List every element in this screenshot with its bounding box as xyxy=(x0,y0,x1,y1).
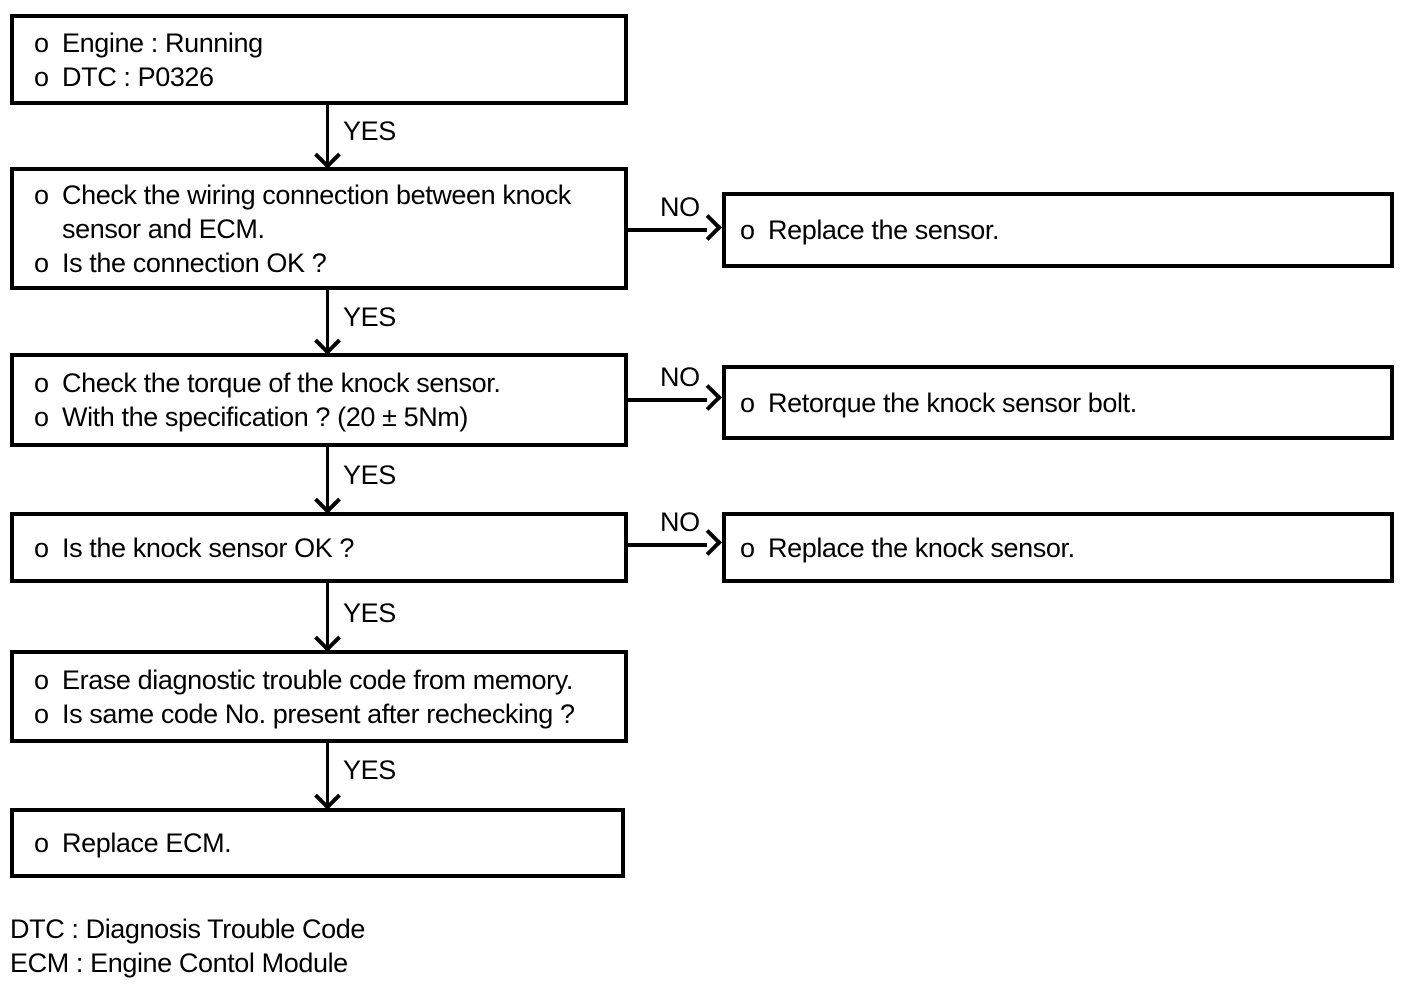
flow-box-text: Check the torque of the knock sensor. xyxy=(62,368,501,398)
bullet-marker: o xyxy=(34,179,49,210)
flow-box-text: With the specification ? (20 ± 5Nm) xyxy=(62,402,468,432)
flow-box-line: o Is the connection OK ? xyxy=(34,246,614,280)
flow-box-line: o Is same code No. present after recheck… xyxy=(34,697,614,731)
arrowhead-down-icon xyxy=(314,328,341,355)
bullet-marker: o xyxy=(34,828,49,858)
flow-box-line: o Replace the sensor. xyxy=(740,213,1380,247)
flow-box-line: o Check the torque of the knock sensor. xyxy=(34,366,614,400)
no-label-3: NO xyxy=(660,507,700,537)
flow-box-line: o Replace ECM. xyxy=(34,826,611,860)
no-label-1: NO xyxy=(660,192,700,222)
yes-connector-line-2 xyxy=(326,289,329,353)
flow-box-text: Retorque the knock sensor bolt. xyxy=(768,387,1137,418)
bullet-marker: o xyxy=(34,698,49,729)
yes-label-5: YES xyxy=(343,755,396,785)
flow-box-text: Erase diagnostic trouble code from memor… xyxy=(62,664,573,695)
legend-ecm: ECM : Engine Contol Module xyxy=(10,948,348,978)
arrowhead-down-icon xyxy=(314,487,341,514)
yes-label-4: YES xyxy=(343,598,396,628)
flow-box-check-wiring: o Check the wiring connection between kn… xyxy=(10,167,628,290)
arrowhead-down-icon xyxy=(314,625,341,652)
flow-box-text: DTC : P0326 xyxy=(62,61,214,92)
flow-box-erase-dtc: o Erase diagnostic trouble code from mem… xyxy=(10,650,628,743)
flow-box-replace-knock-sensor: o Replace the knock sensor. xyxy=(722,512,1394,583)
bullet-marker: o xyxy=(34,61,49,92)
flow-box-text: Is the connection OK ? xyxy=(62,247,327,278)
flow-box-text: Check the wiring connection between knoc… xyxy=(62,179,571,210)
flow-box-check-torque: o Check the torque of the knock sensor. … xyxy=(10,353,628,447)
flow-box-line: o Erase diagnostic trouble code from mem… xyxy=(34,663,614,697)
bullet-marker: o xyxy=(740,387,755,418)
flow-box-line: sensor and ECM. xyxy=(34,212,614,246)
flow-box-text: Replace the sensor. xyxy=(768,215,1000,245)
bullet-marker: o xyxy=(34,532,49,563)
flow-box-line: o With the specification ? (20 ± 5Nm) xyxy=(34,400,614,434)
flow-box-line: o Is the knock sensor OK ? xyxy=(34,531,614,565)
flow-box-text: Is the knock sensor OK ? xyxy=(62,532,355,563)
legend-dtc: DTC : Diagnosis Trouble Code xyxy=(10,914,365,944)
arrowhead-down-icon xyxy=(314,142,341,169)
flow-box-line: o DTC : P0326 xyxy=(34,60,614,94)
yes-connector-line-3 xyxy=(326,447,329,512)
no-connector-line-1 xyxy=(627,228,707,232)
flow-box-knock-sensor-ok: o Is the knock sensor OK ? xyxy=(10,512,628,583)
no-connector-line-3 xyxy=(627,543,707,547)
flow-box-retorque-bolt: o Retorque the knock sensor bolt. xyxy=(722,365,1394,440)
flow-box-line: o Engine : Running xyxy=(34,26,614,60)
flow-box-replace-sensor: o Replace the sensor. xyxy=(722,192,1394,268)
bullet-marker: o xyxy=(34,402,49,432)
yes-connector-line-5 xyxy=(326,743,329,808)
bullet-marker: o xyxy=(34,27,49,58)
flow-box-text: Replace the knock sensor. xyxy=(768,532,1075,563)
flow-box-line: o Replace the knock sensor. xyxy=(740,531,1380,565)
yes-label-2: YES xyxy=(343,302,396,332)
flow-box-line: o Check the wiring connection between kn… xyxy=(34,178,614,212)
yes-connector-line-4 xyxy=(326,583,329,650)
bullet-marker: o xyxy=(34,664,49,695)
flow-box-text: Replace ECM. xyxy=(62,828,232,858)
bullet-marker: o xyxy=(34,247,49,278)
no-connector-line-2 xyxy=(627,398,707,402)
flow-box-text: sensor and ECM. xyxy=(62,213,265,244)
flow-box-replace-ecm: o Replace ECM. xyxy=(10,808,625,878)
flow-box-line: o Retorque the knock sensor bolt. xyxy=(740,386,1380,420)
yes-label-1: YES xyxy=(343,116,396,146)
flow-box-start-conditions: o Engine : Running o DTC : P0326 xyxy=(10,14,628,105)
bullet-marker: o xyxy=(740,532,755,563)
no-label-2: NO xyxy=(660,362,700,392)
yes-label-3: YES xyxy=(343,460,396,490)
arrowhead-down-icon xyxy=(314,783,341,810)
flow-box-text: Is same code No. present after recheckin… xyxy=(62,698,575,729)
yes-connector-line-1 xyxy=(326,105,329,167)
bullet-marker: o xyxy=(740,215,755,245)
bullet-marker: o xyxy=(34,368,49,398)
flow-box-text: Engine : Running xyxy=(62,27,263,58)
